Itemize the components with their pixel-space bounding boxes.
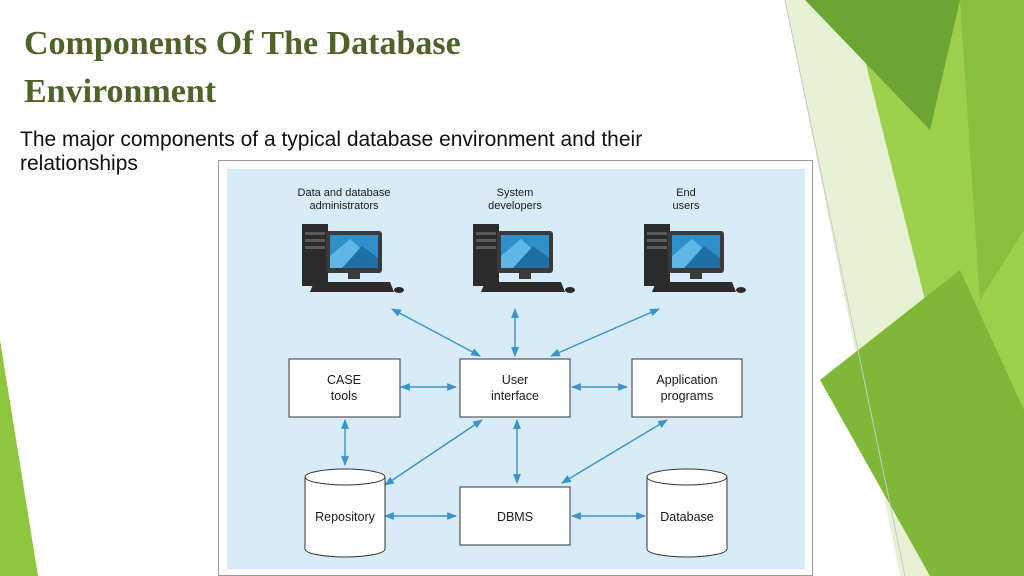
right-accent-top-shape [960, 0, 1024, 300]
slide-subtitle: The major components of a typical databa… [20, 128, 810, 176]
user-group-end-users: End users [644, 187, 746, 293]
user-interface-label-line-1: User [502, 373, 528, 387]
arrow-interface-repository [384, 419, 483, 486]
slide-subtitle-line-1: The major components of a typical databa… [20, 128, 643, 151]
box-dbms: DBMS [459, 486, 571, 546]
application-programs-label-line-2: programs [661, 389, 714, 403]
box-user-interface: User interface [459, 358, 571, 418]
user-group-administrators: Data and database administrators [298, 187, 404, 293]
repository-label: Repository [315, 510, 375, 524]
diagram-figure: Data and database administrators System … [218, 160, 813, 576]
administrators-label-line-2: administrators [309, 200, 379, 212]
slide-title: Components Of The Database Environment [24, 20, 624, 116]
database-environment-diagram: Data and database administrators System … [227, 169, 805, 569]
slide-subtitle-line-2: relationships [20, 152, 138, 175]
cylinder-database: Database [646, 468, 728, 558]
case-tools-label-line-2: tools [331, 389, 357, 403]
dbms-label: DBMS [497, 510, 533, 524]
box-application-programs: Application programs [631, 358, 743, 418]
right-accent-dark-shape [805, 0, 960, 130]
arrow-endusers-interface [550, 308, 660, 357]
case-tools-label-line-1: CASE [327, 373, 361, 387]
slide-title-line-2: Environment [24, 73, 217, 110]
arrow-administrators-interface [391, 308, 481, 357]
user-group-developers: System developers [473, 187, 575, 293]
cylinder-repository: Repository [304, 468, 386, 558]
database-label: Database [660, 510, 714, 524]
slide-title-line-1: Components Of The Database [24, 25, 461, 62]
developers-label-line-1: System [497, 187, 534, 199]
developers-label-line-2: developers [488, 200, 542, 212]
right-accent-mid-shape [820, 270, 1024, 576]
user-interface-label-line-2: interface [491, 389, 539, 403]
diagram-connectors [341, 308, 668, 520]
box-case-tools: CASE tools [288, 358, 401, 418]
application-programs-label-line-1: Application [656, 373, 717, 387]
administrators-label-line-1: Data and database [298, 187, 391, 199]
end-users-label-line-2: users [673, 200, 700, 212]
left-accent-shape [0, 340, 38, 576]
end-users-label-line-1: End [676, 187, 696, 199]
arrow-applications-dbms [561, 419, 668, 484]
